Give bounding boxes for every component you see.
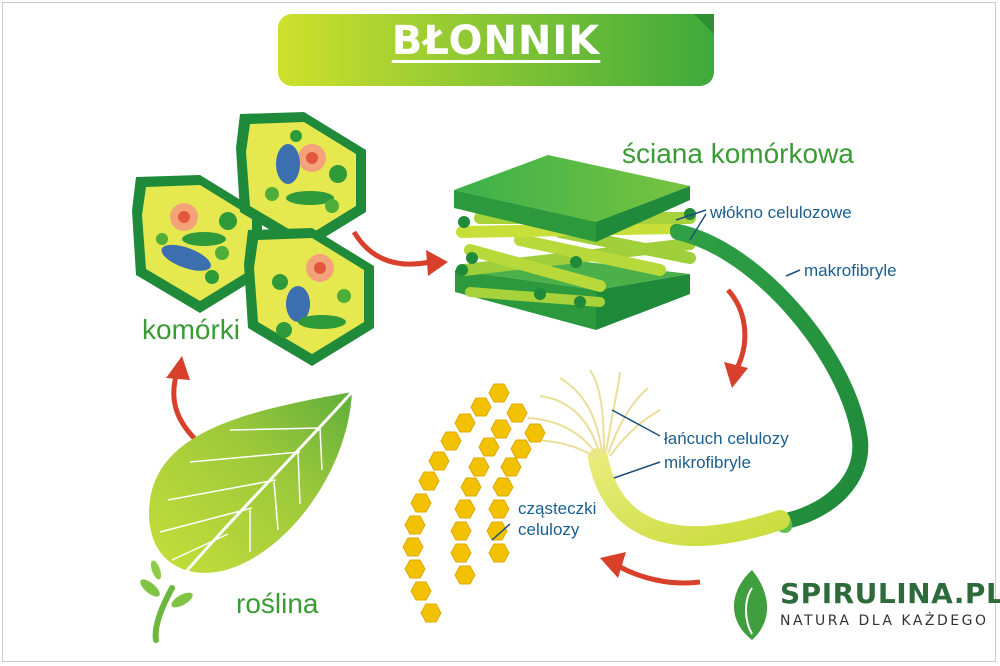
leader-molecules — [491, 523, 511, 541]
label-cellulose-molecules-2: celulozy — [518, 520, 580, 539]
leaf — [140, 390, 354, 643]
cell-hexagon — [244, 228, 374, 366]
plant-cells — [132, 112, 374, 366]
molecule-chain — [486, 423, 546, 563]
leader-macrofibril — [785, 269, 801, 277]
label-cells: komórki — [142, 314, 241, 345]
brand-domain: .PL — [953, 577, 1000, 610]
arrow-fibrils-to-molecules — [600, 552, 701, 586]
arrow-cells-to-wall — [351, 230, 448, 276]
page-title: BŁONNIK — [391, 18, 601, 64]
label-cellulose-fiber: włókno celulozowe — [710, 203, 852, 222]
cell-hexagon — [236, 112, 366, 250]
leader-microfibril — [613, 461, 661, 479]
brand-logo-leaf — [733, 570, 768, 640]
molecule-chain — [450, 403, 528, 585]
microfibril-strand — [527, 369, 790, 546]
label-leader-lines — [491, 209, 801, 541]
cell-wall-stack — [454, 155, 696, 330]
cell-hexagon — [132, 175, 262, 313]
brand-name: SPIRULINA — [780, 577, 954, 610]
molecule-chain — [402, 383, 510, 623]
brand-tagline: NATURA DLA KAŻDEGO — [780, 613, 989, 629]
leader-fiber-2 — [689, 213, 707, 241]
title-banner — [278, 14, 714, 86]
leader-fiber-1 — [675, 209, 707, 221]
label-microfibrils: mikrofibryle — [664, 453, 751, 472]
brand-logo-text: SPIRULINA.PL — [780, 577, 1000, 610]
leader-chain — [611, 409, 661, 437]
arrow-plant-to-cells — [166, 356, 198, 442]
cellulose-molecule-chains — [402, 383, 546, 623]
label-cellulose-molecules-1: cząsteczki — [518, 499, 597, 518]
label-cellulose-chain: łańcuch celulozy — [664, 429, 789, 448]
label-plant: roślina — [236, 588, 319, 619]
label-cell-wall: ściana komórkowa — [622, 138, 854, 169]
label-macrofibrils: makrofibryle — [804, 261, 897, 280]
arrow-wall-to-fibrils — [724, 288, 748, 388]
